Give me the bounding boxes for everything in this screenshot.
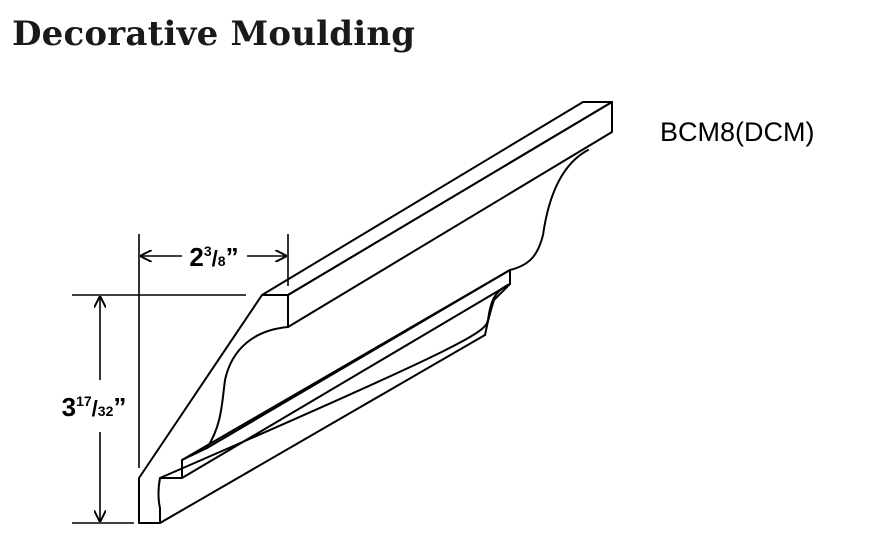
moulding-step-lower <box>181 283 511 479</box>
product-code-label: BCM8(DCM) <box>660 117 815 147</box>
width-dimension <box>138 234 289 468</box>
moulding-top-front <box>287 101 613 328</box>
width-dimension-label: 23/8” <box>189 242 238 272</box>
moulding-illustration <box>138 101 613 524</box>
height-dimension <box>72 294 246 524</box>
page-title: Decorative Moulding <box>12 14 416 54</box>
moulding-profile-end <box>138 294 289 524</box>
moulding-bottom-edge <box>159 334 486 524</box>
moulding-ogee-back <box>484 283 511 336</box>
moulding-ogee-edge <box>159 283 511 479</box>
height-dimension-label: 317/32” <box>62 392 127 422</box>
moulding-step-upper <box>181 269 511 461</box>
moulding-top-face <box>261 101 613 296</box>
moulding-cove-edge <box>509 149 589 271</box>
